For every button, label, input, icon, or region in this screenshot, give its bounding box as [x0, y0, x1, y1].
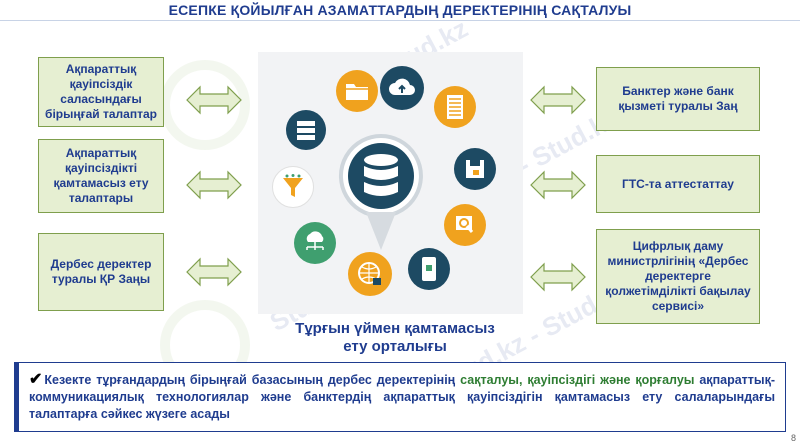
center-caption-line2: ету орталығы [343, 338, 447, 355]
search-document-icon [444, 204, 486, 246]
double-arrow-right-1 [530, 85, 586, 115]
phone-lock-icon [408, 248, 450, 290]
checkmark-icon: ✔ [29, 371, 43, 388]
database-icon [338, 134, 423, 250]
bottom-statement: ✔Кезекте тұрғандардың бірыңғай базасының… [14, 362, 786, 432]
left-box-label: Ақпараттық қауіпсіздік саласындағы бірың… [45, 62, 157, 121]
server-rack-icon [434, 86, 476, 128]
center-illustration [258, 52, 523, 314]
folder-icon [336, 70, 378, 112]
left-box-label: Ақпараттық қауіпсіздікті қамтамасыз ету … [53, 146, 149, 205]
bottom-text-part2: ақпараттық-коммуникациялық технологиялар… [29, 373, 775, 421]
network-cloud-icon [294, 222, 336, 264]
floppy-lock-icon [454, 148, 496, 190]
right-box-ministry-service: Цифрлық даму министрлігінің «Дербес дере… [596, 229, 760, 324]
double-arrow-left-2 [186, 170, 242, 200]
cloud-upload-icon [380, 66, 424, 110]
slide-number: 8 [790, 433, 796, 443]
globe-lock-icon [348, 252, 392, 296]
left-box-personal-data-law: Дербес деректер туралы ҚР Заңы [38, 233, 164, 311]
double-arrow-left-3 [186, 257, 242, 287]
left-box-unified-requirements: Ақпараттық қауіпсіздік саласындағы бірың… [38, 57, 164, 127]
right-box-banking-law: Банктер және банк қызметі туралы Заң [596, 67, 760, 131]
server-stack-icon [286, 110, 326, 150]
slide-title: ЕСЕПКЕ ҚОЙЫЛҒАН АЗАМАТТАРДЫҢ ДЕРЕКТЕРІНІ… [168, 2, 632, 18]
watermark-shape [160, 60, 250, 150]
right-box-label: ГТС-та аттестаттау [622, 176, 734, 191]
double-arrow-left-1 [186, 85, 242, 115]
bottom-text-part1: Кезекте тұрғандардың бірыңғай базасының … [44, 373, 461, 387]
right-box-label: Цифрлық даму министрлігінің «Дербес дере… [605, 239, 751, 313]
center-caption-line1: Тұрғын үймен қамтамасыз [295, 320, 495, 337]
left-box-label: Дербес деректер туралы ҚР Заңы [50, 257, 152, 286]
right-box-attestation: ГТС-та аттестаттау [596, 155, 760, 213]
left-box-security-requirements: Ақпараттық қауіпсіздікті қамтамасыз ету … [38, 139, 164, 213]
title-bar: ЕСЕПКЕ ҚОЙЫЛҒАН АЗАМАТТАРДЫҢ ДЕРЕКТЕРІНІ… [0, 0, 800, 21]
right-box-label: Банктер және банк қызметі туралы Заң [618, 84, 738, 113]
double-arrow-right-3 [530, 262, 586, 292]
double-arrow-right-2 [530, 170, 586, 200]
filter-funnel-icon [272, 166, 314, 208]
bottom-text-highlight: сақталуы, қауіпсіздігі және қорғалуы [460, 373, 695, 387]
bottom-statement-text: ✔Кезекте тұрғандардың бірыңғай базасының… [29, 371, 775, 423]
center-caption: Тұрғын үймен қамтамасыз ету орталығы [280, 320, 510, 356]
